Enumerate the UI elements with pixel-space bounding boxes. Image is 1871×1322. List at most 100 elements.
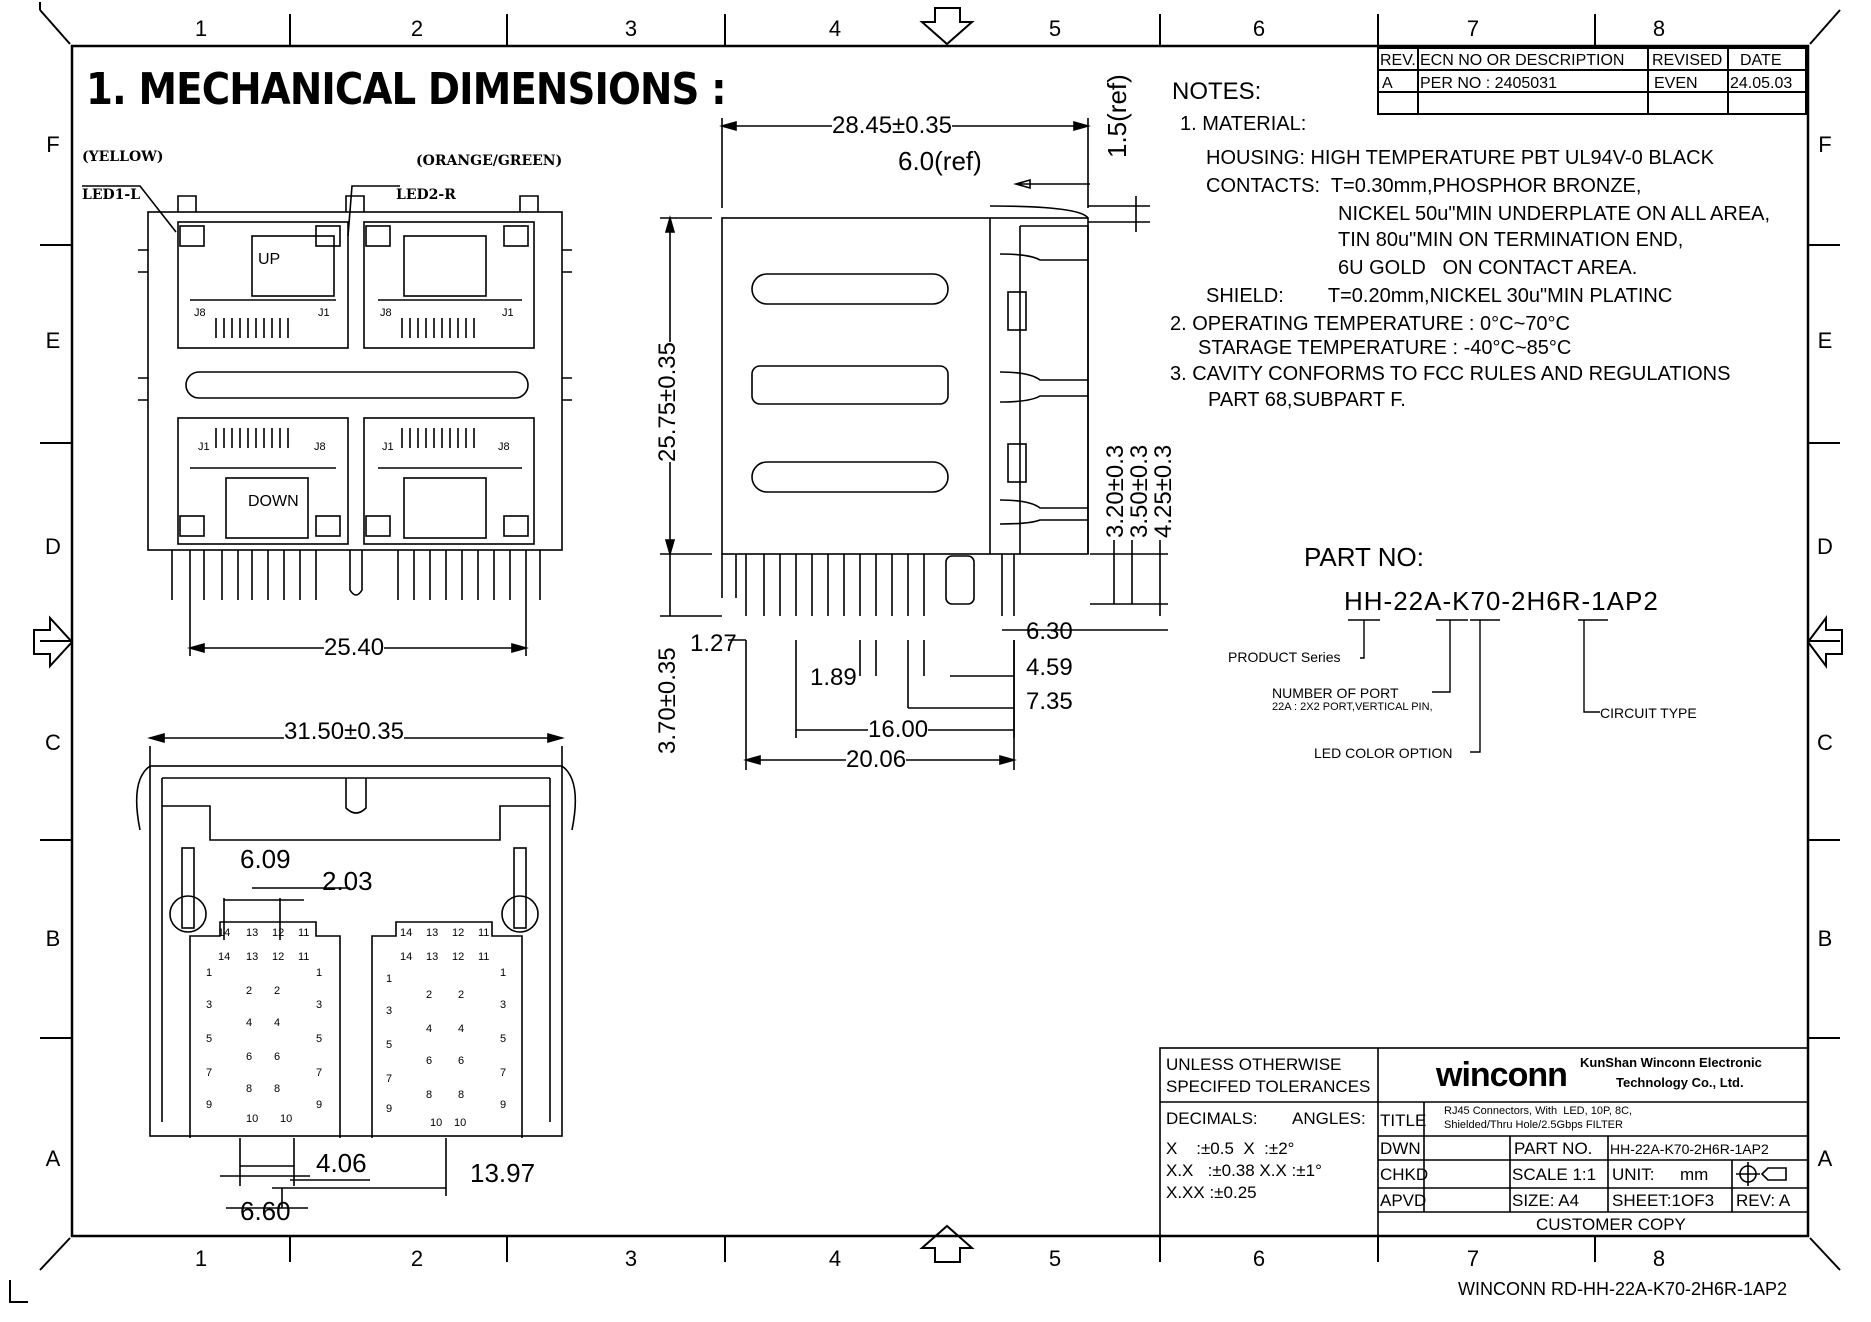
dim-2-03: 2.03 bbox=[322, 866, 373, 896]
zone-row-b-left: B bbox=[45, 926, 61, 951]
customer-copy: CUSTOMER COPY bbox=[1536, 1215, 1686, 1234]
notes-line: CONTACTS: T=0.30mm,PHOSPHOR BRONZE, bbox=[1206, 175, 1642, 197]
dim-bottom-width: 31.50±0.35 bbox=[284, 718, 404, 745]
dim-4-06: 4.06 bbox=[316, 1148, 367, 1178]
part-no-code: HH-22A-K70-2H6R-1AP2 bbox=[1344, 586, 1659, 616]
pin-led: 13 bbox=[426, 951, 439, 963]
pin-led: 11 bbox=[478, 927, 490, 939]
pin-even: 6 bbox=[458, 1055, 465, 1067]
notes-line: 3. CAVITY CONFORMS TO FCC RULES AND REGU… bbox=[1170, 363, 1731, 385]
pin-odd: 5 bbox=[316, 1033, 323, 1045]
notes-line: HOUSING: HIGH TEMPERATURE PBT UL94V-0 BL… bbox=[1206, 147, 1714, 169]
zone-col-1-bottom: 1 bbox=[194, 1246, 208, 1271]
dim-6-60: 6.60 bbox=[240, 1196, 291, 1226]
zone-col-7-bottom: 7 bbox=[1466, 1246, 1480, 1271]
port-up-label: UP bbox=[258, 251, 281, 268]
notes-line: TIN 80u"MIN ON TERMINATION END, bbox=[1338, 229, 1684, 251]
company-name-2: Technology Co., Ltd. bbox=[1616, 1075, 1744, 1090]
decimals-label: DECIMALS: bbox=[1166, 1109, 1258, 1128]
pin-even: 10 bbox=[454, 1117, 467, 1129]
front-pin-j1: J1 bbox=[198, 441, 210, 453]
pin-odd: 1 bbox=[316, 967, 323, 979]
zone-row-d-right: D bbox=[1817, 534, 1833, 559]
pin-even: 2 bbox=[246, 985, 253, 997]
zone-row-d-left: D bbox=[45, 534, 61, 559]
pin-led: 12 bbox=[272, 951, 285, 963]
zone-col-4-top: 4 bbox=[828, 16, 842, 41]
rev-row-rev: A bbox=[1382, 75, 1393, 92]
part-no-heading: PART NO: bbox=[1304, 542, 1424, 572]
pin-led: 11 bbox=[298, 951, 310, 963]
zone-row-a-right: A bbox=[1817, 1146, 1833, 1171]
pin-odd: 3 bbox=[206, 999, 213, 1011]
rev-row-desc: PER NO : 2405031 bbox=[1420, 75, 1557, 92]
pin-even: 10 bbox=[246, 1113, 259, 1125]
title-label: TITLE bbox=[1380, 1111, 1427, 1130]
title-line-1: RJ45 Connectors, With LED, 10P, 8C, bbox=[1444, 1105, 1633, 1117]
dim-side-width: 28.45±0.35 bbox=[832, 112, 952, 139]
chkd-label: CHKD bbox=[1380, 1165, 1429, 1184]
zone-row-e-right: E bbox=[1817, 328, 1833, 353]
pin-odd: 7 bbox=[206, 1067, 213, 1079]
notes-line: SHIELD: T=0.20mm,NICKEL 30u"MIN PLATINC bbox=[1206, 285, 1673, 307]
angles-label: ANGLES: bbox=[1292, 1109, 1366, 1128]
pin-even: 4 bbox=[246, 1017, 253, 1029]
dwn-label: DWN bbox=[1380, 1139, 1421, 1158]
front-pin-j8: J8 bbox=[380, 307, 392, 319]
pin-odd: 9 bbox=[386, 1103, 393, 1115]
dim-6-30: 6.30 bbox=[1026, 618, 1073, 645]
pin-even: 6 bbox=[426, 1055, 433, 1067]
zone-row-f-left: F bbox=[46, 132, 60, 157]
dim-front-width: 25.40 bbox=[324, 634, 385, 661]
zone-row-b-right: B bbox=[1817, 926, 1833, 951]
pin-led: 12 bbox=[452, 927, 465, 939]
zone-col-6-bottom: 6 bbox=[1252, 1246, 1266, 1271]
pin-even: 8 bbox=[246, 1083, 253, 1095]
led-left-color: (YELLOW) bbox=[82, 149, 164, 165]
front-pin-j8: J8 bbox=[498, 441, 510, 453]
part-product-series-label: PRODUCT Series bbox=[1228, 649, 1341, 665]
zone-row-f-right: F bbox=[1818, 132, 1832, 157]
rev-header-rev: REV. bbox=[1380, 52, 1416, 69]
zone-row-e-left: E bbox=[45, 328, 61, 353]
scale-label: SCALE 1:1 bbox=[1512, 1165, 1597, 1184]
pin-led: 14 bbox=[218, 951, 231, 963]
front-pin-j1: J1 bbox=[502, 307, 514, 319]
zone-col-5-bottom: 5 bbox=[1048, 1246, 1062, 1271]
footer-reference: WINCONN RD-HH-22A-K70-2H6R-1AP2 bbox=[1458, 1279, 1788, 1299]
pin-even: 6 bbox=[246, 1051, 253, 1063]
rev-row-date: 24.05.03 bbox=[1730, 75, 1793, 92]
dim-20-06: 20.06 bbox=[846, 746, 907, 773]
company-name-1: KunShan Winconn Electronic bbox=[1580, 1055, 1762, 1070]
dim-7-35: 7.35 bbox=[1026, 688, 1073, 715]
pin-led: 12 bbox=[272, 927, 285, 939]
notes-heading: NOTES: bbox=[1172, 78, 1262, 105]
zone-col-5-top: 5 bbox=[1048, 16, 1062, 41]
pin-odd: 9 bbox=[500, 1099, 507, 1111]
pin-even: 10 bbox=[430, 1117, 443, 1129]
pin-even: 2 bbox=[426, 989, 433, 1001]
rev-header-revised: REVISED bbox=[1652, 52, 1723, 69]
pin-even: 4 bbox=[458, 1023, 465, 1035]
dim-13-97: 13.97 bbox=[470, 1158, 536, 1188]
dim-1-89: 1.89 bbox=[810, 664, 857, 691]
pin-even: 8 bbox=[274, 1083, 281, 1095]
pin-odd: 7 bbox=[500, 1067, 507, 1079]
pin-odd: 3 bbox=[500, 999, 507, 1011]
part-led-color-label: LED COLOR OPTION bbox=[1314, 745, 1453, 761]
zone-col-3-bottom: 3 bbox=[624, 1246, 638, 1271]
dim-4-25: 4.25±0.3 bbox=[1150, 444, 1177, 538]
unit-label: UNIT: bbox=[1612, 1165, 1655, 1184]
tolerance-heading-1: UNLESS OTHERWISE bbox=[1166, 1055, 1342, 1074]
pin-odd: 9 bbox=[316, 1099, 323, 1111]
pin-even: 2 bbox=[458, 989, 465, 1001]
part-number-of-port-label: NUMBER OF PORT bbox=[1272, 685, 1399, 701]
pin-led: 14 bbox=[400, 951, 413, 963]
sheet-label: SHEET:1OF3 bbox=[1612, 1191, 1715, 1210]
dim-3-20: 3.20±0.3 bbox=[1102, 444, 1129, 538]
pin-odd: 9 bbox=[206, 1099, 213, 1111]
pin-even: 2 bbox=[274, 985, 281, 997]
pin-odd: 3 bbox=[316, 999, 323, 1011]
pin-led: 11 bbox=[298, 927, 310, 939]
part-port-detail: 22A : 2X2 PORT,VERTICAL PIN, bbox=[1272, 701, 1433, 713]
